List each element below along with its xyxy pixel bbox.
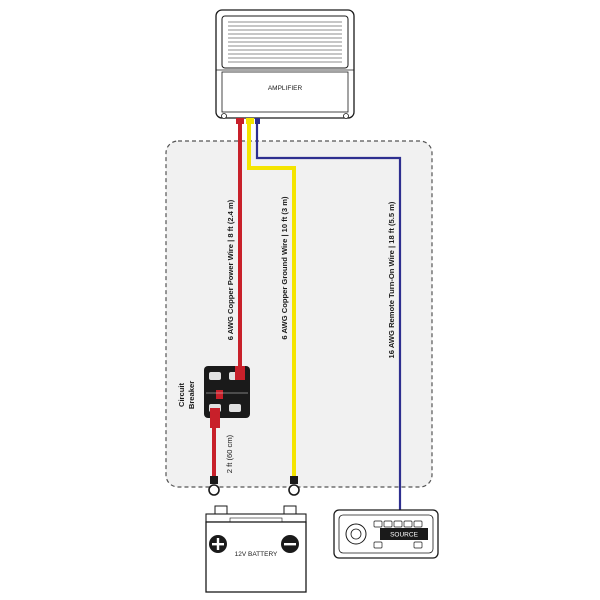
amplifier-screw-left: [221, 113, 227, 119]
source-display: [380, 528, 428, 540]
battery-negative-icon: [281, 535, 299, 553]
remote-wire-label: 16 AWG Remote Turn-On Wire | 18 ft (5.5 …: [387, 201, 396, 358]
amplifier: AMPLIFIER: [215, 9, 355, 124]
amplifier-heatsink-fins: [228, 21, 342, 63]
circuit-breaker: [204, 366, 250, 428]
ground-ring-terminal: [288, 476, 300, 496]
ground-wire: [247, 124, 296, 478]
battery: 12V BATTERY: [205, 505, 307, 593]
circuit-breaker-label-line1: Circuit: [177, 383, 186, 408]
amplifier-label: AMPLIFIER: [268, 85, 303, 92]
remote-turn-on-wire: [255, 124, 402, 510]
amplifier-screw-right: [343, 113, 349, 119]
battery-label: 12V BATTERY: [235, 551, 278, 558]
source-head-unit: SOURCE: [333, 509, 439, 559]
source-label: SOURCE: [390, 532, 418, 539]
circuit-breaker-label-line2: Breaker: [187, 381, 196, 409]
source-buttons: [373, 520, 423, 549]
battery-positive-icon: [209, 535, 227, 553]
breaker-to-battery-label: 2 ft (60 cm): [225, 434, 234, 473]
power-wire-label: 6 AWG Copper Power Wire | 8 ft (2.4 m): [226, 199, 235, 340]
power-ring-terminal: [208, 476, 220, 496]
ground-wire-label: 6 AWG Copper Ground Wire | 10 ft (3 m): [280, 196, 289, 340]
